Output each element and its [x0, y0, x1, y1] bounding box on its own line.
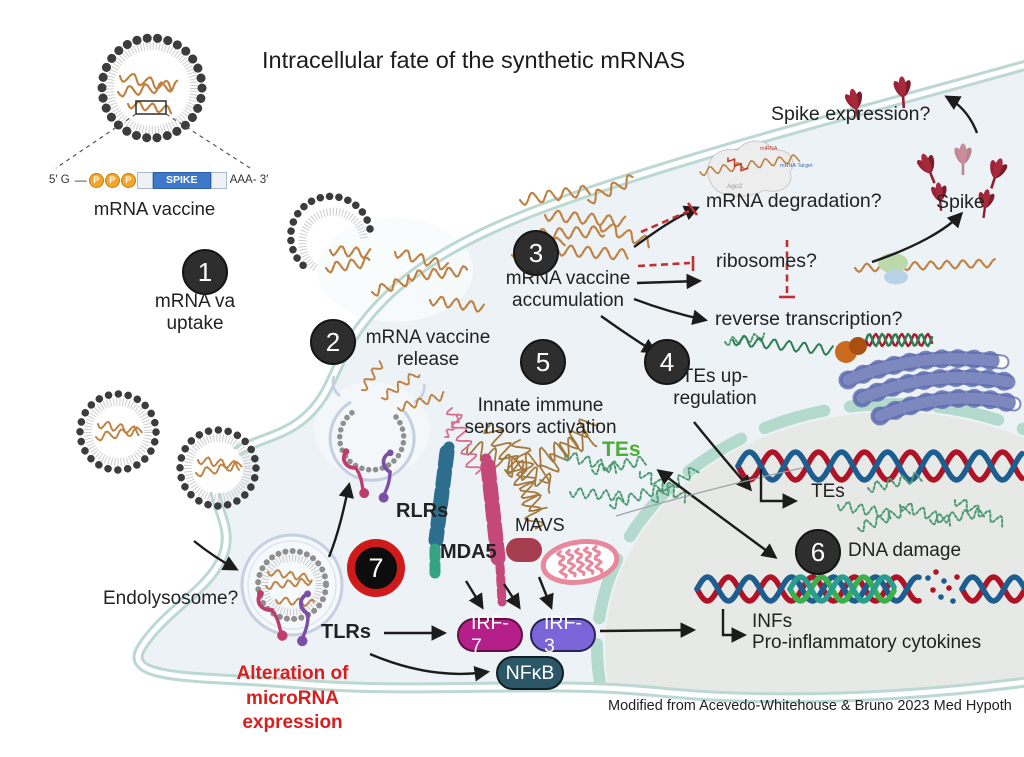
- mavs-icon: [506, 538, 542, 562]
- tlrs-label: TLRs: [321, 621, 371, 643]
- infs-label: INFs: [752, 611, 793, 632]
- pathway-arrows: [193, 95, 979, 682]
- rlr-sensor-icon: [428, 413, 460, 584]
- step-3-caption: mRNA vaccine accumulation: [505, 268, 631, 312]
- organelles-and-molecules: [55, 33, 1024, 650]
- ribosomes-label: ribosomes?: [716, 250, 817, 272]
- mirna-micro-label: miRNA: [760, 146, 778, 152]
- endosome-icon: [328, 359, 445, 506]
- step-5-badge: 5: [520, 339, 566, 385]
- step-3-badge: 3: [513, 230, 559, 276]
- step-4-badge: 4: [644, 339, 690, 385]
- endolysosome-label: Endolysosome?: [103, 588, 239, 609]
- step-7-caption: Alteration of microRNA expression: [236, 663, 349, 734]
- extracellular-lnp-icon: [76, 390, 160, 474]
- reverse-transcription-label: reverse transcription?: [715, 308, 903, 330]
- page-title: Intracellular fate of the synthetic mRNA…: [262, 47, 686, 73]
- cytokines-label: Pro-inflammatory cytokines: [752, 632, 982, 653]
- step-2-caption: mRNA vaccine release: [365, 327, 491, 371]
- fusing-lnp-icon: [286, 192, 374, 274]
- cell-membrane: [132, 59, 1024, 704]
- nfkb-pill: NFκB: [496, 656, 564, 690]
- three-prime-label: AAA- 3′: [229, 174, 269, 186]
- mda5-label: MDA5: [440, 541, 497, 563]
- spike-label: Spike: [936, 191, 985, 213]
- step-5-caption: Innate immune sensors activation: [464, 395, 617, 439]
- spike-expression-label: Spike expression?: [771, 103, 931, 125]
- mrna-vaccine-label: mRNA vaccine: [93, 198, 216, 219]
- mda5-sensor-icon: [480, 453, 507, 607]
- five-prime-label: 5′ G: [49, 174, 70, 186]
- extracellular-lnp-icon: [176, 426, 260, 510]
- spike-gene-box: SPIKE: [152, 171, 211, 189]
- step-1-caption: mRNA va uptake: [154, 291, 236, 335]
- step-6-badge: 6: [795, 529, 841, 575]
- irf7-pill: IRF-7: [457, 612, 523, 657]
- ago2-complex-icon: [699, 140, 801, 197]
- mrna-degradation-label: mRNA degradation?: [706, 190, 882, 212]
- reverse-transcriptase-icon: [732, 332, 934, 363]
- attribution: Modified from Acevedo-Whitehouse & Bruno…: [608, 698, 1012, 714]
- utr-box: [210, 171, 227, 189]
- mrna-target-micro-label: mRNA Target: [780, 163, 813, 169]
- step-7-badge: 7: [347, 539, 405, 597]
- phosphate-cap-icon: P: [88, 172, 104, 188]
- step-4-caption: TEs up- regulation: [673, 366, 757, 410]
- utr-box: [136, 171, 153, 189]
- tes-cytoplasm-label: TEs: [602, 438, 641, 461]
- step-6-caption: DNA damage: [848, 540, 962, 561]
- mavs-label: MAVS: [515, 515, 565, 535]
- phosphate-cap-icon: P: [104, 172, 120, 188]
- irf3-pill: IRF-3: [530, 612, 596, 657]
- endoplasmic-reticulum-icon: [838, 349, 1024, 426]
- rlrs-label: RLRs: [396, 500, 449, 522]
- step-2-badge: 2: [310, 319, 356, 365]
- construct-line: —: [74, 173, 87, 187]
- ago2-micro-label: Ago2: [727, 183, 743, 190]
- endolysosome-icon: [240, 533, 344, 650]
- mitochondrion-icon: [540, 539, 620, 585]
- mrna-vaccine-lnp-icon: [97, 33, 207, 143]
- tes-nucleus-label: TEs: [811, 481, 845, 502]
- phosphate-cap-icon: P: [120, 172, 136, 188]
- mrna-construct: 5′ G — P P P SPIKE AAA- 3′: [46, 170, 271, 190]
- step-1-badge: 1: [182, 249, 228, 295]
